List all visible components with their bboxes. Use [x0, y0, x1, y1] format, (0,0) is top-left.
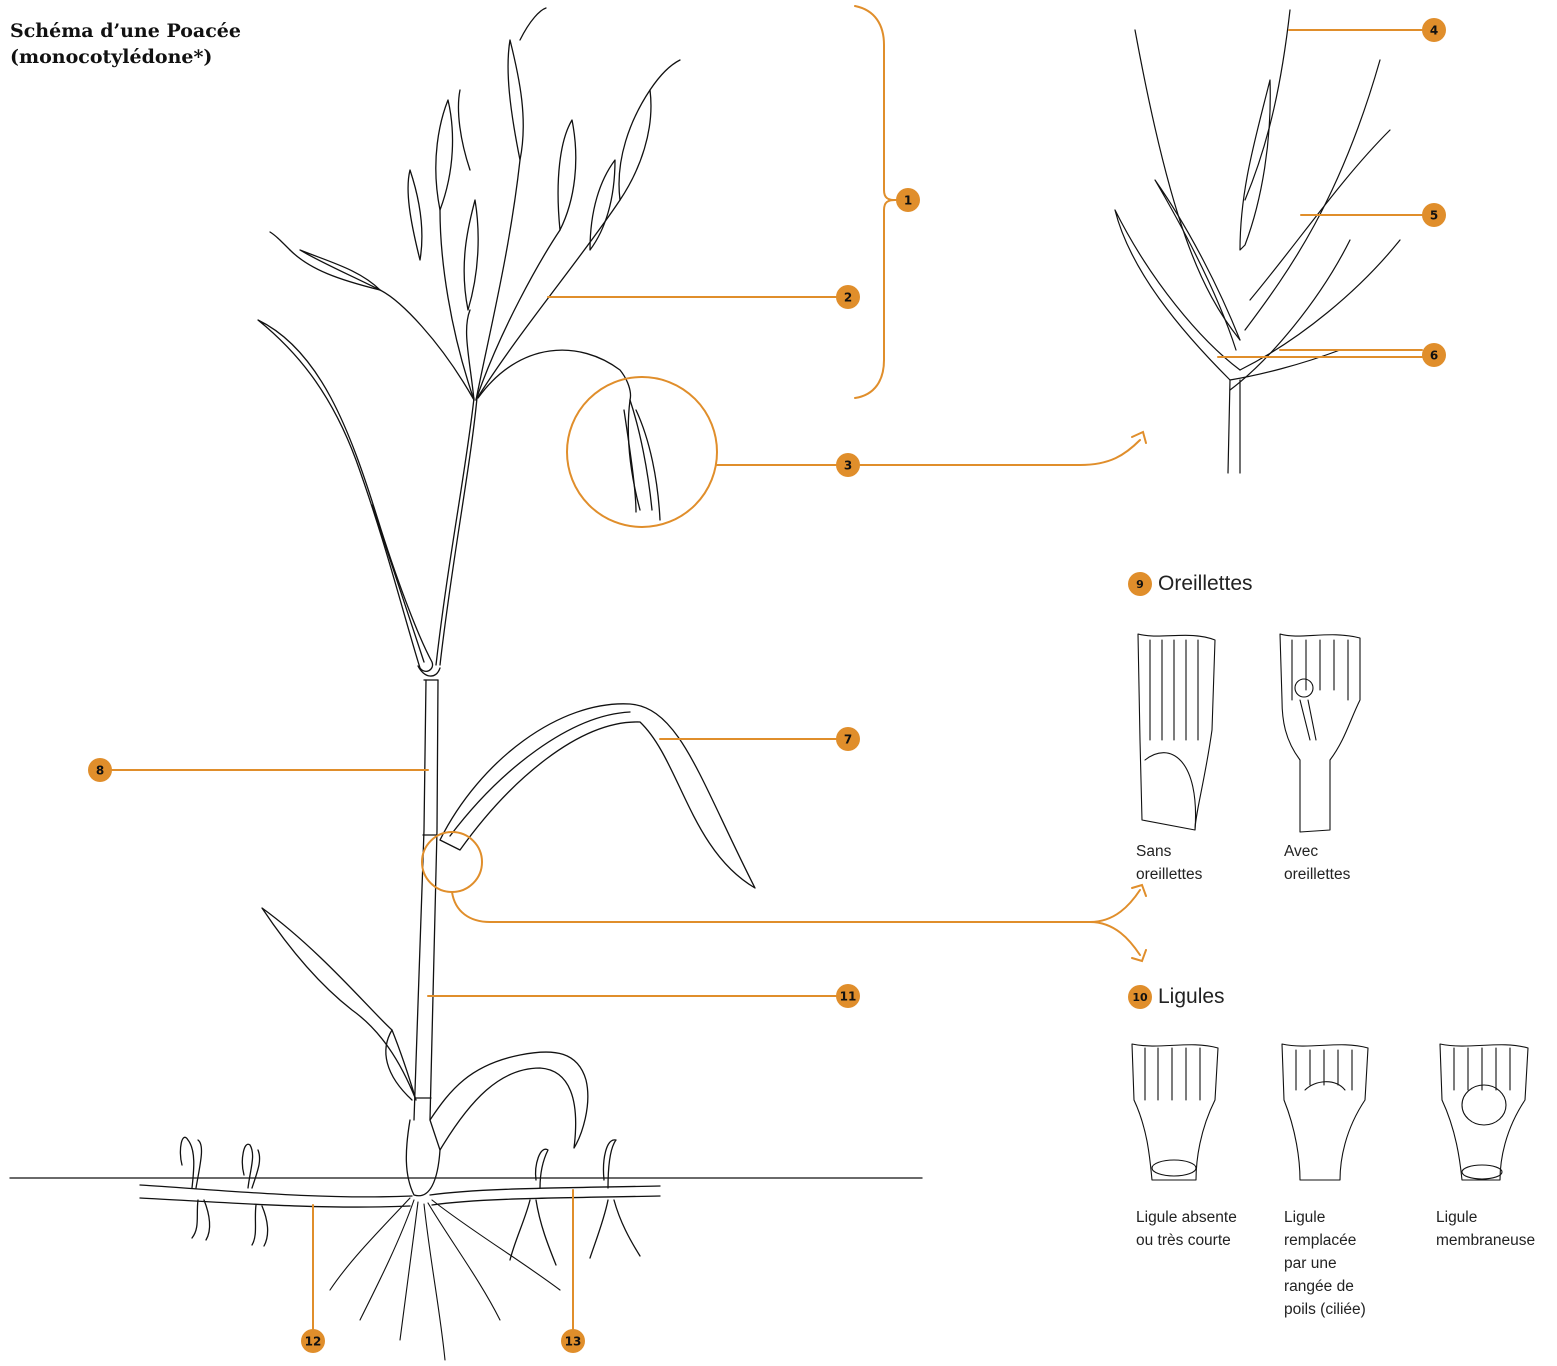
callout-badge-13: 13: [561, 1329, 585, 1353]
callout-badge-1: 1: [896, 188, 920, 212]
roots: [330, 1198, 560, 1360]
caption-ligule-ciliee: Ligule remplacée par une rangée de poils…: [1284, 1206, 1366, 1321]
leader-9-10: [452, 890, 1140, 955]
bracket-1: [855, 6, 895, 398]
leader-3: [717, 440, 1140, 465]
callout-badge-11: 11: [836, 984, 860, 1008]
ligules-number-badge: 10: [1128, 985, 1152, 1009]
circled-spikelet: [624, 400, 660, 520]
callout-badge-8: 8: [88, 758, 112, 782]
callout-badge-4: 4: [1422, 18, 1446, 42]
rhizome-left: [140, 1137, 412, 1246]
ligules-illustrations: [1132, 1044, 1528, 1180]
svg-text:2: 2: [844, 291, 852, 305]
svg-text:5: 5: [1430, 209, 1438, 223]
svg-text:7: 7: [844, 733, 852, 747]
svg-text:8: 8: [96, 764, 104, 778]
svg-text:4: 4: [1430, 24, 1438, 38]
highlight-circle-node: [422, 832, 482, 892]
svg-text:11: 11: [840, 990, 857, 1004]
oreillettes-number-badge: 9: [1128, 572, 1152, 596]
svg-text:6: 6: [1430, 349, 1438, 363]
lower-right-leaf: [430, 1052, 588, 1150]
upper-leaf: [258, 320, 433, 671]
oreillettes-illustrations: [1138, 634, 1360, 832]
callout-badge-2: 2: [836, 285, 860, 309]
svg-text:12: 12: [305, 1335, 322, 1349]
callout-badge-6: 6: [1422, 343, 1446, 367]
panicle: [290, 160, 631, 400]
callout-badge-5: 5: [1422, 203, 1446, 227]
oreillettes-heading: 9 Oreillettes: [1128, 572, 1253, 596]
rhizome-right: [430, 1140, 660, 1265]
spikelet-detail: [1115, 10, 1400, 473]
spikelets: [270, 8, 680, 310]
highlight-circle-spikelet: [567, 377, 717, 527]
ligules-heading: 10 Ligules: [1128, 985, 1225, 1009]
stem: [414, 398, 477, 1120]
svg-text:1: 1: [904, 194, 912, 208]
oreillettes-heading-text: Oreillettes: [1158, 572, 1253, 596]
callout-badge-12: 12: [301, 1329, 325, 1353]
svg-text:3: 3: [844, 459, 852, 473]
callout-badges: 1 2 3 4 5 6 7 8 11 12 13: [88, 18, 1446, 1353]
caption-sans-oreillettes: Sans oreillettes: [1136, 840, 1202, 886]
flag-leaf: [440, 704, 755, 888]
caption-ligule-membraneuse: Ligule membraneuse: [1436, 1206, 1535, 1252]
lower-left-leaf: [262, 908, 416, 1100]
ligules-heading-text: Ligules: [1158, 985, 1225, 1009]
caption-ligule-absente: Ligule absente ou très courte: [1136, 1206, 1237, 1252]
callout-badge-7: 7: [836, 727, 860, 751]
svg-text:13: 13: [565, 1335, 582, 1349]
callout-badge-3: 3: [836, 453, 860, 477]
caption-avec-oreillettes: Avec oreillettes: [1284, 840, 1350, 886]
